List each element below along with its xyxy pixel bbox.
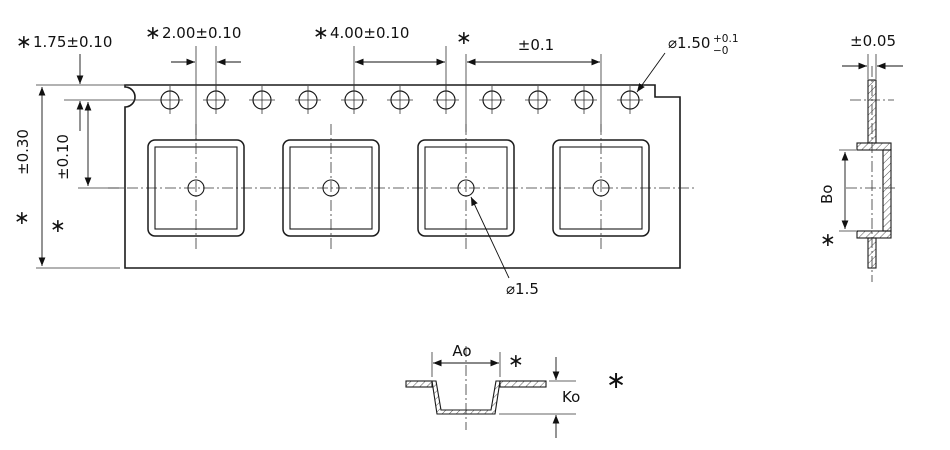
- pocket-center-hole-callout: ⌀1.5: [470, 196, 539, 298]
- dim-pocket-depth-ko: Ko ∗: [499, 357, 626, 438]
- footnote-asterisk: ∗: [16, 31, 32, 53]
- dim-sprocket-hole-diameter: ⌀1.50 +0.1 −0: [636, 33, 739, 93]
- dim-tape-width: ±0.30 ∗: [14, 87, 120, 269]
- dim-label-sprocket-pitch: 4.00±0.10: [330, 24, 409, 42]
- dim-label-edge-to-hole: 1.75±0.10: [33, 33, 112, 51]
- dim-label-pocket-to-hole-pitch: 2.00±0.10: [162, 24, 241, 42]
- dim-label-hole-dia-lower-tol: −0: [713, 45, 728, 57]
- dim-label-ko: Ko: [562, 388, 580, 406]
- dim-tape-thickness: ±0.05: [842, 32, 903, 79]
- dim-hole-line-to-pocket-line: ±0.10 ∗: [50, 102, 122, 237]
- dim-label-ao: Ao: [452, 342, 471, 360]
- footnote-asterisk: ∗: [456, 27, 472, 49]
- dim-label-tape-width: ±0.30: [14, 129, 32, 175]
- dim-edge-to-hole-center: 1.75±0.10 ∗: [16, 31, 157, 131]
- pocket-section-view: [405, 346, 547, 430]
- dim-pocket-width-bo: Bo ∗: [818, 149, 856, 251]
- footnote-asterisk: ∗: [820, 229, 836, 251]
- tape-outline: [124, 84, 681, 269]
- dim-label-center-hole: ⌀1.5: [506, 280, 539, 298]
- dim-label-hole-diameter: ⌀1.50: [668, 34, 710, 52]
- dim-pocket-pitch: ±0.1 ∗: [456, 27, 602, 132]
- dim-label-pocket-pitch: ±0.1: [518, 36, 554, 54]
- tape-side-view: [846, 66, 898, 282]
- dim-label-hole-dia-upper-tol: +0.1: [713, 33, 739, 45]
- footnote-asterisk: ∗: [313, 22, 329, 44]
- dim-label-thickness: ±0.05: [850, 32, 896, 50]
- footnote-asterisk: ∗: [606, 366, 626, 394]
- footnote-asterisk: ∗: [508, 350, 524, 372]
- dim-sprocket-pitch: 4.00±0.10 ∗: [313, 22, 447, 91]
- tape-top-view: [108, 84, 697, 269]
- footnote-asterisk: ∗: [145, 22, 161, 44]
- dim-label-bo: Bo: [818, 185, 836, 204]
- dim-pocket-to-hole-pitch: 2.00±0.10 ∗: [145, 22, 241, 140]
- dim-pocket-length-ao: Ao ∗: [431, 342, 524, 377]
- dim-label-hole-to-pocket: ±0.10: [54, 134, 72, 180]
- footnote-asterisk: ∗: [14, 207, 30, 229]
- footnote-asterisk: ∗: [50, 215, 66, 237]
